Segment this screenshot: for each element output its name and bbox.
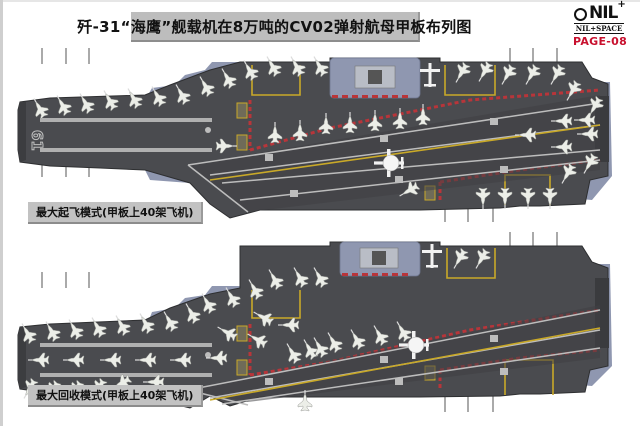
logo-subtext: NIL+SPACE bbox=[574, 23, 624, 34]
carrier-deck-plan-recovery bbox=[15, 232, 612, 412]
caption-max-launch: 最大起飞模式(甲板上40架飞机) bbox=[28, 202, 204, 224]
hull-number: 61 bbox=[28, 130, 46, 151]
title-banner: 歼-31“海鹰”舰载机在8万吨的CV02弹射航母甲板布列图 bbox=[77, 12, 471, 42]
logo-wordmark: NIL + bbox=[574, 0, 634, 23]
carrier-deck-plan-launch: 61 bbox=[17, 48, 612, 222]
logo-circle-icon bbox=[574, 8, 587, 21]
carrier-diagram-max-recovery bbox=[0, 190, 640, 426]
logo-plus: + bbox=[617, 0, 625, 10]
caption-max-recovery-text: 最大回收模式(甲板上40架飞机) bbox=[36, 389, 194, 402]
logo-main-text: NIL bbox=[589, 3, 618, 23]
carrier-diagram-max-launch: 61 bbox=[17, 48, 612, 222]
page-number: PAGE-08 bbox=[573, 35, 628, 48]
frame-left-border bbox=[0, 0, 3, 426]
nil-space-logo: NIL + NIL+SPACE bbox=[574, 0, 634, 34]
frame-top-border bbox=[0, 0, 640, 2]
page-title: 歼-31“海鹰”舰载机在8万吨的CV02弹射航母甲板布列图 bbox=[77, 17, 472, 36]
caption-max-launch-text: 最大起飞模式(甲板上40架飞机) bbox=[36, 206, 194, 219]
caption-max-recovery: 最大回收模式(甲板上40架飞机) bbox=[28, 385, 204, 407]
